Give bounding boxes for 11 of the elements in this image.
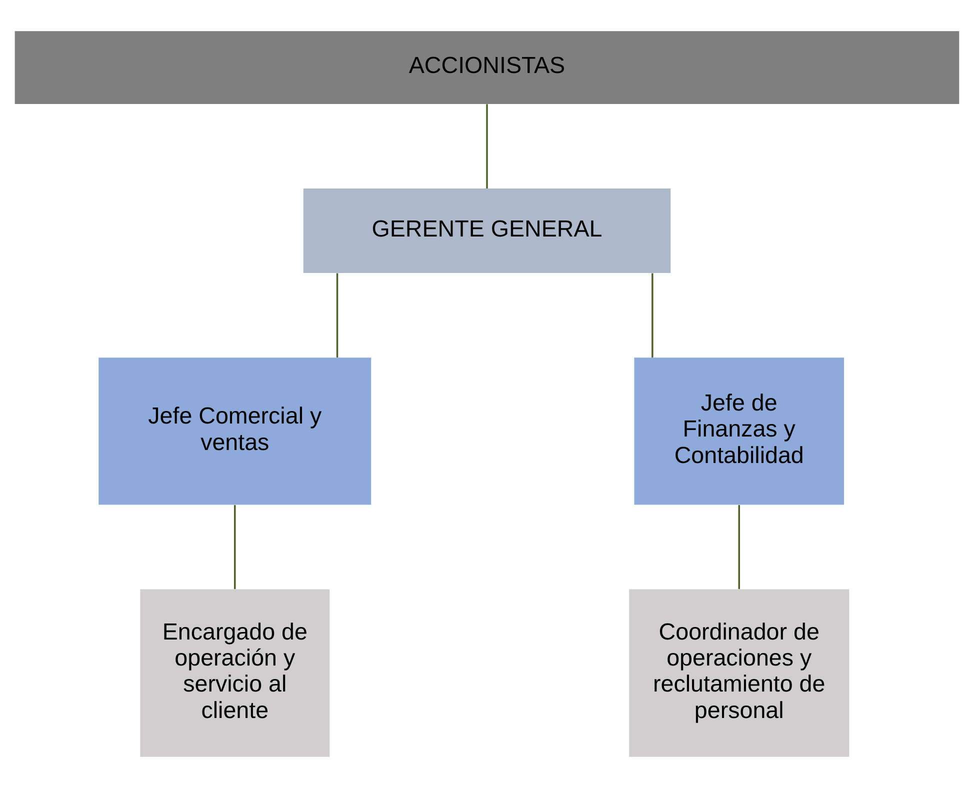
node-box: Coordinador de operaciones y reclutamiento de personal <box>628 588 849 756</box>
connector <box>738 504 740 589</box>
node-box: Jefe de Finanzas y Contabilidad <box>634 357 844 504</box>
node-box: Jefe Comercial y ventas <box>98 357 371 504</box>
connector <box>486 104 488 188</box>
connector <box>651 272 653 358</box>
connector <box>336 272 338 358</box>
connector <box>234 504 236 589</box>
node-box: Encargado de operación y servicio al cliente <box>140 588 330 756</box>
node-box: GERENTE GENERAL <box>302 188 670 273</box>
node-box: ACCIONISTAS <box>14 30 959 104</box>
